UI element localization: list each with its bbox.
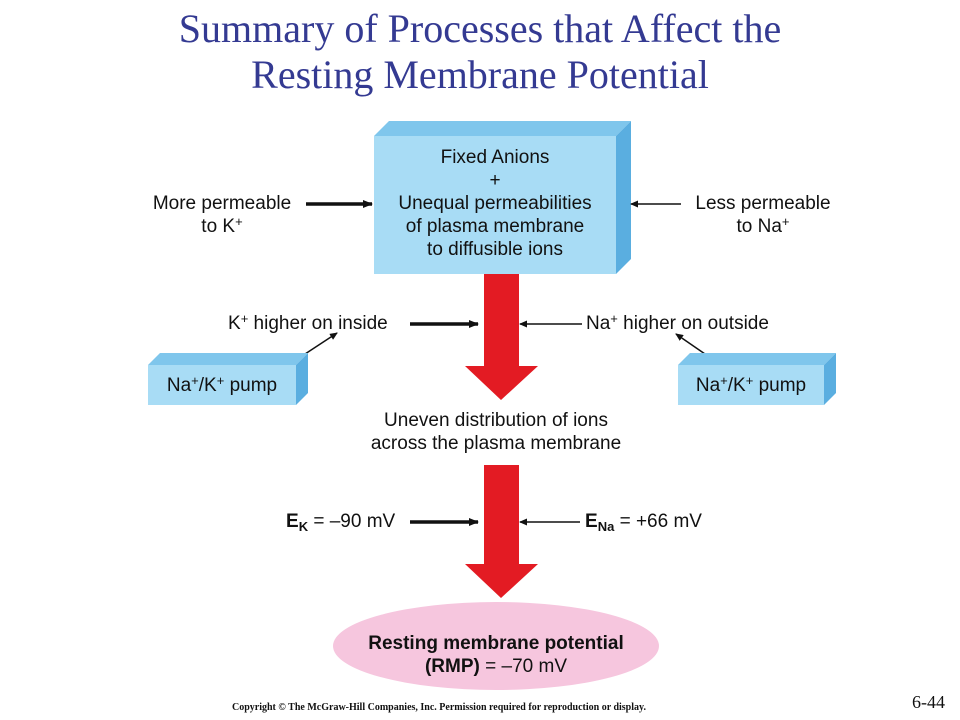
less-permeable-label: Less permeable to Na+ — [683, 192, 843, 238]
copyright-notice: Copyright © The McGraw-Hill Companies, I… — [232, 702, 646, 713]
top-box-text: Fixed Anions + Unequal permeabilities of… — [374, 146, 616, 261]
top-box-front-face — [374, 136, 616, 274]
right-pump-top-face — [678, 353, 836, 365]
right-pump-front-face — [678, 365, 824, 405]
slide-title-line1: Summary of Processes that Affect the — [178, 6, 782, 51]
top-box-line3: Unequal permeabilities — [398, 193, 592, 214]
top-box — [374, 121, 631, 274]
left-pump-label: Na+/K+ pump — [166, 373, 278, 396]
down-arrow-2 — [465, 465, 538, 598]
uneven-line1: Uneven distribution of ions — [384, 410, 608, 431]
uneven-line2: across the plasma membrane — [370, 433, 622, 454]
top-box-line2: + — [489, 170, 501, 191]
left-pump-box — [148, 353, 308, 405]
slide-title-line2: Resting Membrane Potential — [251, 52, 709, 97]
na-higher-label: Na+ higher on outside — [586, 311, 769, 334]
top-box-line4: of plasma membrane — [405, 216, 585, 237]
right-pump-label: Na+/K+ pump — [695, 373, 807, 396]
top-box-line5: to diffusible ions — [427, 239, 563, 260]
more-permeable-line2: to K+ — [201, 214, 243, 237]
right-pump-arrow — [675, 333, 706, 355]
more-permeable-line1: More permeable — [152, 193, 292, 214]
top-box-side-face — [616, 121, 631, 274]
ek-label: EK = –90 mV — [286, 511, 396, 534]
k-higher-label: K+ higher on inside — [228, 311, 388, 334]
more-permeable-label: More permeable to K+ — [140, 192, 304, 238]
left-pump-side-face — [296, 353, 308, 405]
less-permeable-line1: Less permeable — [695, 193, 831, 214]
rmp-line1: Resting membrane potential — [368, 633, 624, 654]
left-pump-front-face — [148, 365, 296, 405]
page-number: 6-44 — [912, 692, 945, 712]
ena-label: ENa = +66 mV — [585, 511, 702, 534]
slide-title: Summary of Processes that Affect the Res… — [0, 6, 960, 98]
top-box-line1: Fixed Anions — [440, 147, 550, 168]
down-arrow-1 — [465, 274, 538, 400]
left-pump-arrow — [301, 332, 338, 357]
rmp-ellipse — [333, 602, 659, 690]
uneven-distribution-label: Uneven distribution of ions across the p… — [346, 409, 646, 455]
left-pump-top-face — [148, 353, 308, 365]
rmp-line2: (RMP) = –70 mV — [424, 656, 568, 677]
less-permeable-line2: to Na+ — [736, 214, 790, 237]
right-pump-box — [678, 353, 836, 405]
top-box-top-face — [374, 121, 631, 136]
right-pump-side-face — [824, 353, 836, 405]
rmp-label: Resting membrane potential (RMP) = –70 m… — [333, 632, 659, 678]
